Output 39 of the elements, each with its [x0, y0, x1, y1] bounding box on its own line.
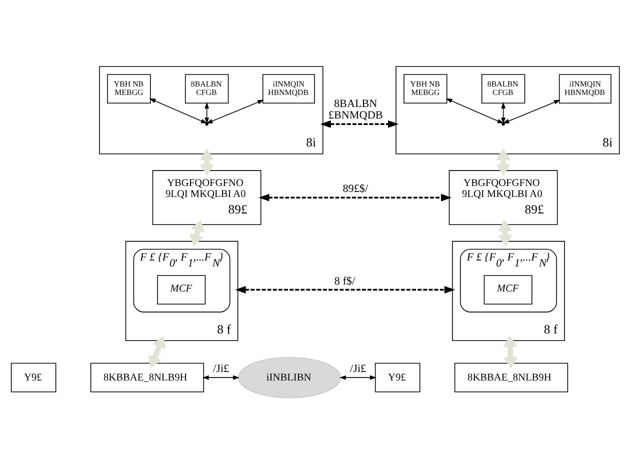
arrow	[200, 148, 214, 176]
arrow	[235, 286, 456, 294]
node-box: Y9£	[10, 362, 56, 392]
arrow	[502, 100, 560, 124]
node-box: 8KBBAE_8NLB9H	[90, 362, 204, 392]
node-box: iINMQIN HBNMQDB	[262, 74, 315, 104]
arrow	[149, 98, 208, 124]
node-box: 8BALBN CFGB	[184, 74, 229, 104]
edge-label: /Ji£	[213, 363, 230, 376]
node-box: 8BALBN CFGB	[481, 74, 526, 104]
arrow	[501, 102, 506, 124]
node-box: 8KBBAE_8NLB9H	[454, 362, 568, 392]
node-box: YBGFQOFGFNO 9LQI MKQLBI A0 89£	[448, 170, 558, 226]
node-box: MCF	[484, 275, 532, 304]
arrow	[204, 102, 210, 124]
node-box: iINMQIN HBNMQDB	[558, 74, 612, 104]
edge-label: 89£$/	[342, 183, 368, 196]
arrow	[206, 100, 264, 124]
arrow	[339, 375, 376, 380]
node-box: YBGFQOFGFNO 9LQI MKQLBI A0 89£	[152, 170, 262, 226]
edge-label: /Ji£	[350, 363, 366, 376]
arrow	[503, 335, 518, 369]
arrow	[496, 148, 510, 176]
node-point	[205, 122, 208, 126]
node-point	[502, 122, 505, 126]
node-ellipse: iINBLIBN	[238, 356, 341, 398]
node-box: YBH NB MEBGG	[404, 74, 448, 104]
node-box: Y9£	[374, 362, 420, 392]
arrow	[446, 98, 504, 124]
arrow	[202, 375, 240, 380]
arrow	[190, 220, 205, 246]
node-box: MCF	[157, 275, 206, 304]
arrow	[148, 336, 166, 368]
edge-label: 8 f$/	[334, 275, 356, 288]
arrow	[498, 220, 512, 247]
edge-label: 8BALBN £BNMQDB	[328, 98, 383, 122]
arrow	[320, 120, 399, 128]
arrow	[258, 194, 452, 202]
node-box: YBH NB MEBGG	[107, 74, 151, 104]
